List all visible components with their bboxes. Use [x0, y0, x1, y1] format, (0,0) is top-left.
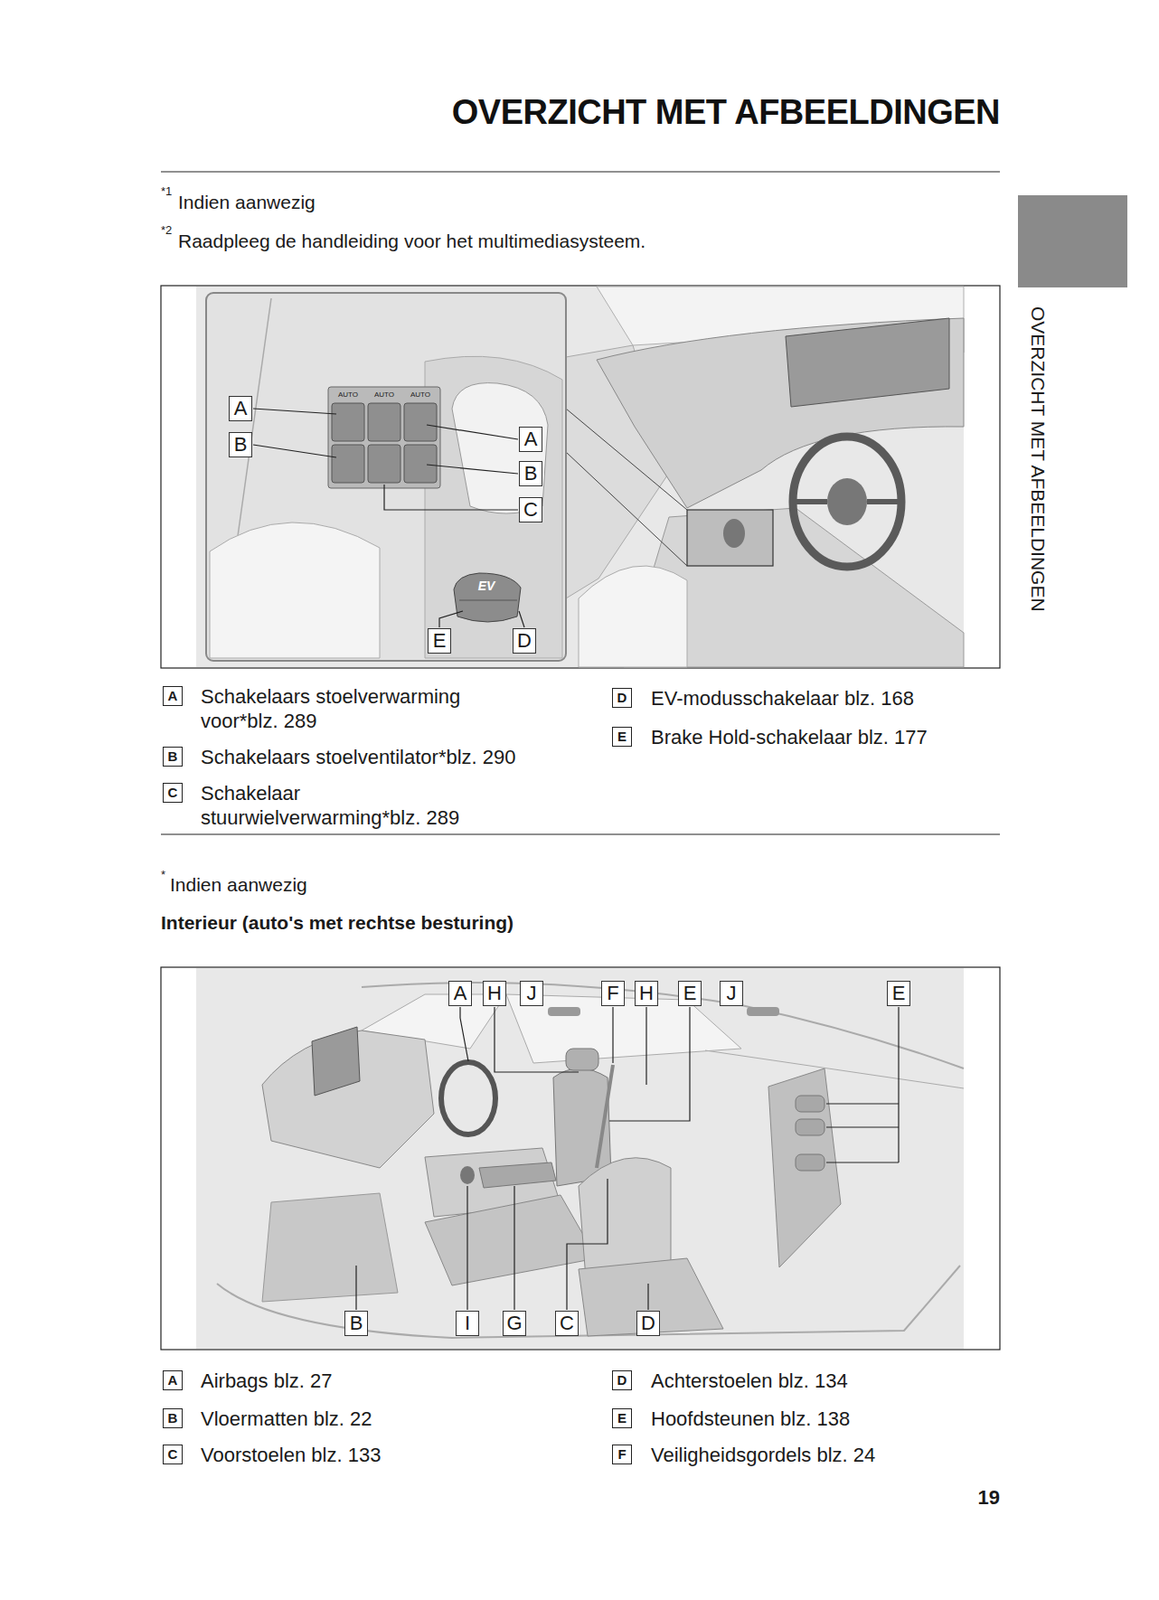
callout-letter: H: [482, 980, 507, 1007]
callout-letter: H: [634, 980, 659, 1007]
key-letter: B: [162, 746, 183, 767]
section-heading: Interieur (auto's met rechtse besturing): [160, 911, 514, 934]
callout-letter: G: [502, 1310, 527, 1337]
item-text: Schakelaars stoelverwarming voor*blz. 28…: [200, 684, 500, 734]
callout-letter: B: [518, 461, 543, 487]
callout-letter: A: [448, 980, 472, 1007]
item-text: Achterstoelen blz. 134: [650, 1368, 849, 1394]
callout-letter: A: [228, 395, 253, 422]
callout-letter: B: [344, 1310, 368, 1337]
callout-letter: E: [886, 980, 911, 1007]
callout-letter: D: [512, 628, 537, 654]
footnote-mark: *: [160, 867, 166, 883]
switch-label: AUTO: [331, 390, 365, 400]
callout-letter: J: [519, 980, 544, 1007]
footnote-text: Indien aanwezig: [178, 190, 316, 214]
callout-letter: C: [518, 497, 543, 523]
side-tab: [1017, 195, 1128, 288]
key-letter: D: [612, 687, 632, 708]
footnote-mark: *1: [160, 184, 172, 199]
item-text: Veiligheidsgordels blz. 24: [650, 1442, 876, 1468]
page-number: 19: [978, 1486, 1000, 1510]
item-text: Brake Hold-schakelaar blz. 177: [650, 725, 995, 750]
key-letter: C: [162, 782, 183, 803]
rule: [160, 833, 1000, 835]
page-title: OVERZICHT MET AFBEELDINGEN: [452, 91, 1000, 133]
callout-letter: E: [678, 980, 702, 1007]
callout-letter: B: [228, 432, 253, 458]
interior-figure: [160, 967, 1000, 1350]
callout-letter: F: [601, 980, 625, 1007]
callout-letter: E: [427, 628, 452, 654]
footnote-text: Indien aanwezig: [169, 873, 308, 896]
key-letter: A: [162, 1370, 183, 1391]
item-text: Voorstoelen blz. 133: [200, 1442, 381, 1468]
rule: [160, 170, 1000, 172]
callout-letter: A: [518, 426, 543, 453]
callout-letter: I: [455, 1310, 480, 1337]
callout-letter: J: [719, 980, 744, 1007]
item-text: Hoofdsteunen blz. 138: [650, 1406, 850, 1432]
key-letter: F: [612, 1444, 632, 1465]
item-text: Airbags blz. 27: [200, 1368, 333, 1394]
button-label: EV: [468, 577, 505, 594]
footnote-mark: *2: [160, 223, 172, 238]
key-letter: B: [162, 1408, 183, 1429]
callout-letter: C: [555, 1310, 579, 1337]
key-letter: E: [612, 726, 632, 747]
console-figure: [160, 285, 1000, 669]
item-text: Vloermatten blz. 22: [200, 1406, 373, 1432]
switch-label: AUTO: [404, 390, 437, 400]
item-text: EV-modusschakelaar blz. 168: [650, 686, 995, 711]
item-text: Schakelaars stoelventilator*blz. 290: [200, 744, 590, 770]
item-text: Schakelaar stuurwielverwarming*blz. 289: [200, 781, 500, 830]
key-letter: E: [612, 1408, 632, 1429]
side-tab-text: OVERZICHT MET AFBEELDINGEN: [1027, 306, 1049, 613]
key-letter: D: [612, 1370, 632, 1391]
key-letter: A: [162, 686, 183, 707]
switch-label: AUTO: [367, 390, 401, 400]
callout-letter: D: [636, 1310, 660, 1337]
key-letter: C: [162, 1444, 183, 1465]
footnote-text: Raadpleeg de handleiding voor het multim…: [178, 229, 646, 253]
